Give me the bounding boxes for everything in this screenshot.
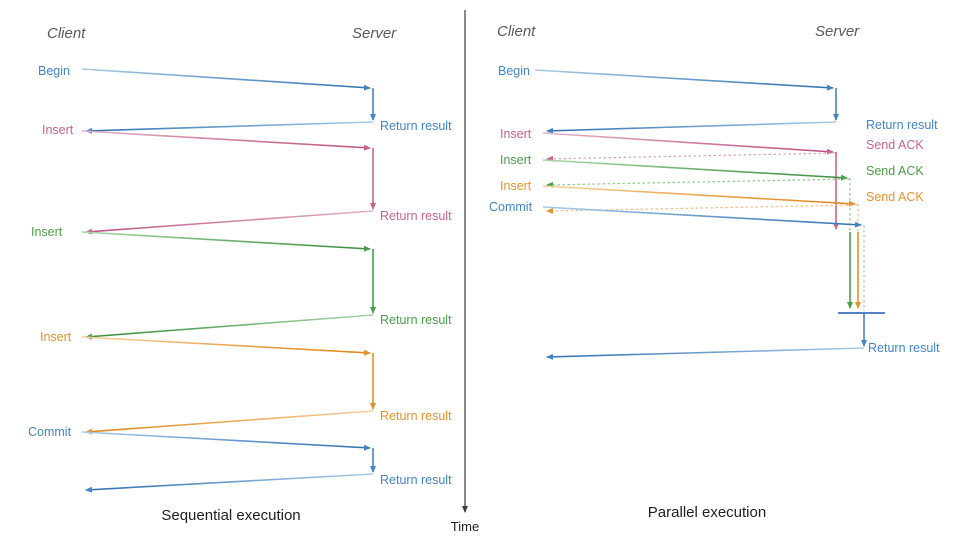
sequential-response-arrow-insert-2 (85, 314, 374, 340)
parallel-request-arrow-insert-2 (542, 159, 848, 181)
parallel-ack-label-insert-3: Send ACK (866, 190, 924, 204)
sequential-response-arrow-insert-1 (85, 210, 374, 235)
parallel-ack-arrow-insert-2 (546, 178, 851, 188)
sequential-request-arrow-insert-1 (81, 130, 371, 151)
sequential-request-arrow-insert-3 (81, 336, 371, 356)
parallel-request-arrow-insert-3 (542, 185, 856, 207)
sequential-request-label-commit: Commit (28, 425, 72, 439)
parallel-server-lane-label: Server (815, 23, 860, 40)
parallel-pipelined-insert-2: Insert Send ACK (500, 153, 924, 309)
sequential-response-label-insert-3: Return result (380, 409, 452, 423)
sequential-response-arrow-insert-3 (85, 410, 374, 435)
sequential-request-label-begin: Begin (38, 64, 70, 78)
parallel-roundtrip-commit: Commit Return result (489, 200, 940, 360)
sequential-roundtrip-begin: Begin Return result (38, 64, 452, 134)
sequential-request-label-insert-3: Insert (40, 330, 72, 344)
sequential-request-label-insert-2: Insert (31, 225, 63, 239)
sequential-response-arrow-commit (85, 473, 374, 493)
parallel-response-label-commit: Return result (868, 341, 940, 355)
sequential-request-arrow-commit (81, 431, 371, 451)
sequential-panel-caption: Sequential execution (161, 507, 300, 524)
time-axis-label: Time (451, 519, 479, 534)
parallel-roundtrip-begin: Begin Return result (498, 64, 938, 134)
sequential-roundtrip-insert-1: Insert Return result (42, 123, 452, 235)
parallel-ack-label-insert-1: Send ACK (866, 138, 924, 152)
parallel-pipelined-insert-3: Insert Send ACK (500, 179, 924, 309)
sequential-request-arrow-insert-2 (81, 231, 371, 252)
parallel-ack-arrow-insert-3 (546, 204, 859, 214)
sequential-roundtrip-insert-3: Insert Return result (40, 330, 452, 435)
parallel-request-arrow-begin (534, 69, 834, 91)
sequential-roundtrip-commit: Commit Return result (28, 425, 452, 493)
sequential-request-arrow-begin (81, 68, 371, 91)
sequential-client-lane-label: Client (47, 25, 86, 42)
parallel-request-label-insert-3: Insert (500, 179, 532, 193)
panel-parallel: Client Server Begin Return result Insert… (489, 23, 940, 521)
sequential-response-label-begin: Return result (380, 119, 452, 133)
sequential-server-lane-label: Server (352, 25, 397, 42)
parallel-panel-caption: Parallel execution (648, 504, 766, 521)
parallel-response-arrow-commit (546, 347, 865, 360)
parallel-request-arrow-insert-1 (542, 132, 834, 155)
sequential-response-arrow-begin (85, 121, 374, 134)
parallel-client-lane-label: Client (497, 23, 536, 40)
sequential-response-label-commit: Return result (380, 473, 452, 487)
time-axis: Time (451, 10, 479, 534)
sequential-response-label-insert-1: Return result (380, 209, 452, 223)
parallel-request-label-insert-2: Insert (500, 153, 532, 167)
parallel-pipelined-insert-1: Insert Send ACK (500, 127, 924, 230)
panel-sequential: Client Server Begin Return result Insert… (28, 25, 452, 524)
sequential-roundtrip-insert-2: Insert Return result (31, 225, 452, 340)
parallel-ack-label-insert-2: Send ACK (866, 164, 924, 178)
parallel-request-label-insert-1: Insert (500, 127, 532, 141)
parallel-request-label-commit: Commit (489, 200, 533, 214)
parallel-request-arrow-commit (542, 206, 862, 228)
parallel-ack-arrow-insert-1 (546, 152, 837, 162)
sequential-response-label-insert-2: Return result (380, 313, 452, 327)
parallel-request-label-begin: Begin (498, 64, 530, 78)
parallel-response-label-begin: Return result (866, 118, 938, 132)
parallel-response-arrow-begin (546, 121, 837, 134)
sequential-request-label-insert-1: Insert (42, 123, 74, 137)
